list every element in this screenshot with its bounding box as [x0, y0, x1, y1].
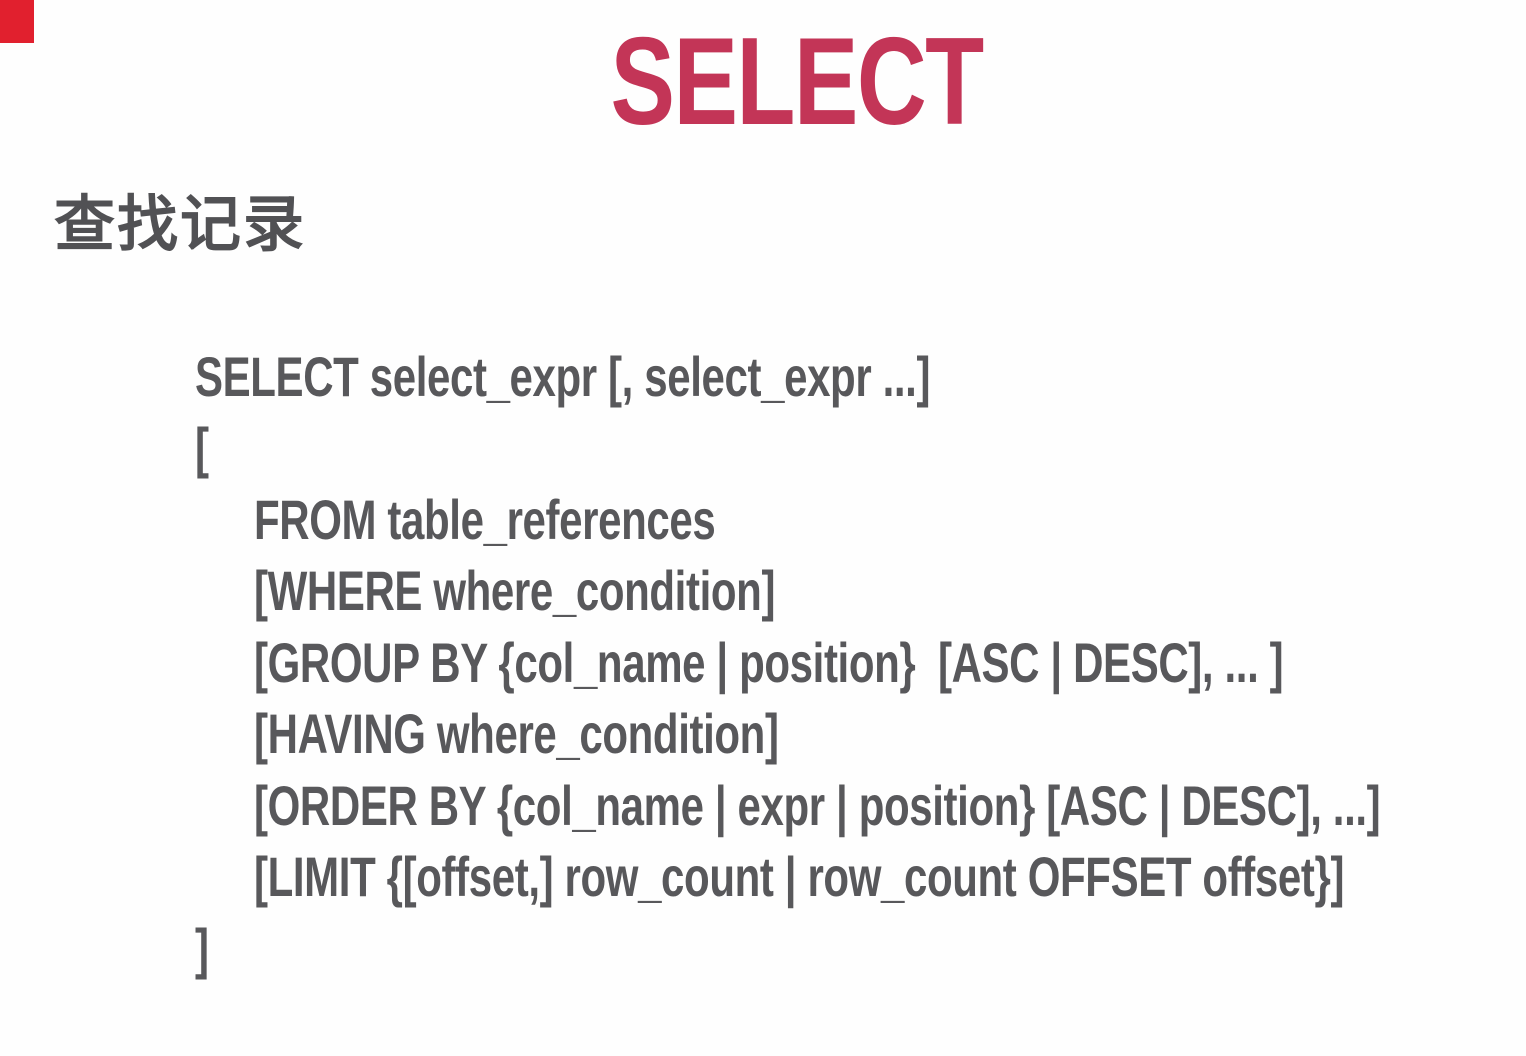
syntax-line-text: [	[195, 416, 209, 479]
syntax-line-text: [LIMIT {[offset,] row_count | row_count …	[254, 845, 1345, 908]
syntax-line: [WHERE where_condition]	[0, 484, 1526, 622]
syntax-line: [	[0, 341, 1526, 479]
syntax-line: [LIMIT {[offset,] row_count | row_count …	[0, 770, 1526, 908]
syntax-line-text: FROM table_references	[254, 487, 716, 551]
section-heading: 查找记录	[54, 190, 307, 258]
syntax-line-text: SELECT select_expr [, select_expr ...]	[195, 344, 931, 408]
page-title: SELECT	[610, 13, 985, 151]
syntax-line: FROM table_references	[0, 412, 1526, 551]
corner-marker	[0, 0, 34, 43]
syntax-line-text: [GROUP BY {col_name | position} [ASC | D…	[254, 630, 1284, 694]
slide: { "colors": { "background": "#fefefe", "…	[0, 0, 1526, 980]
syntax-block: SELECT select_expr [, select_expr ...] […	[0, 269, 1526, 980]
syntax-line: [HAVING where_condition]	[0, 627, 1526, 765]
title-wrap: SELECT	[0, 13, 1526, 151]
syntax-line: SELECT select_expr [, select_expr ...]	[0, 269, 1526, 408]
syntax-line-text: [WHERE where_condition]	[254, 559, 776, 622]
syntax-line: [GROUP BY {col_name | position} [ASC | D…	[0, 555, 1526, 694]
syntax-line: [ORDER BY {col_name | expr | position} […	[0, 698, 1526, 837]
syntax-line-text: ]	[195, 916, 209, 980]
syntax-line-text: [HAVING where_condition]	[254, 702, 779, 765]
syntax-line-text: [ORDER BY {col_name | expr | position} […	[254, 773, 1381, 837]
